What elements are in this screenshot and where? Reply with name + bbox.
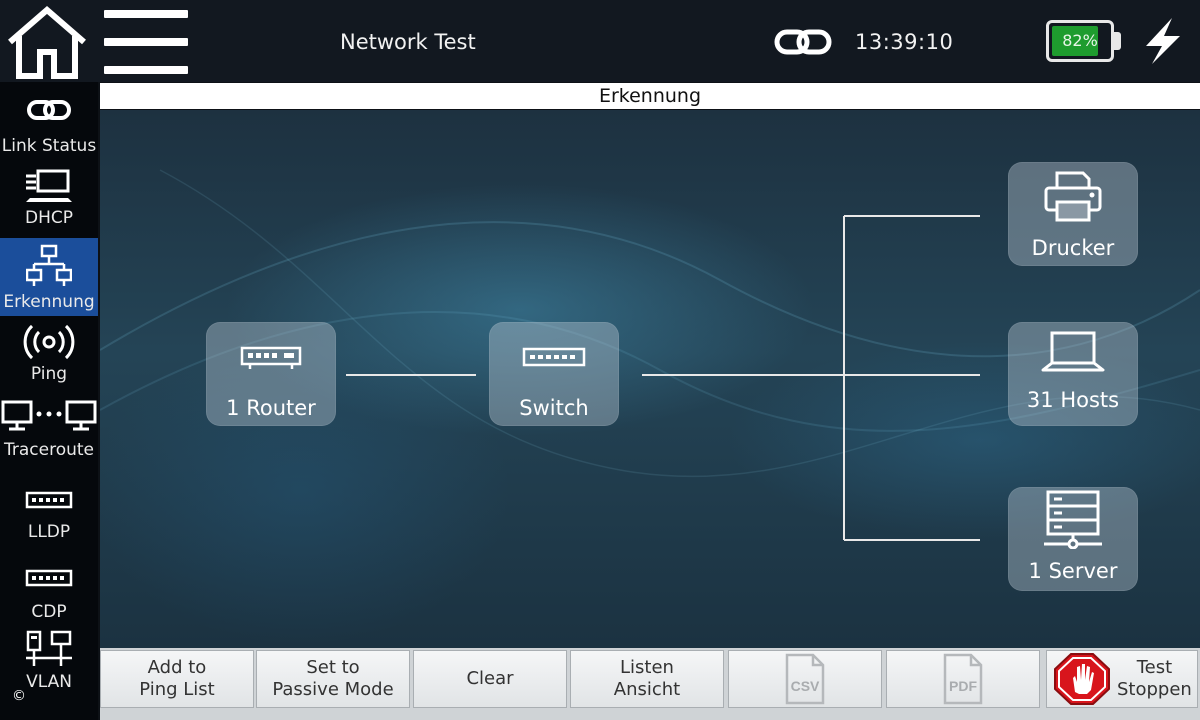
router-node[interactable]: 1 Router <box>206 322 336 426</box>
switch-ports-icon <box>25 491 73 509</box>
battery-tip <box>1114 32 1121 50</box>
button-label-line1: Test <box>1136 657 1173 678</box>
printer-node[interactable]: Drucker <box>1008 162 1138 266</box>
sidebar-item-cdp[interactable]: CDP <box>0 566 98 626</box>
sidebar-item-label: DHCP <box>25 208 73 228</box>
hamburger-menu-icon[interactable] <box>104 8 190 76</box>
sidebar-item-label: Ping <box>30 364 68 384</box>
broadcast-icon <box>23 324 75 360</box>
sidebar-item-lldp[interactable]: LLDP <box>0 486 98 552</box>
hosts-label: 31 Hosts <box>1026 388 1120 412</box>
stop-hand-icon <box>1054 653 1110 705</box>
topology-connections <box>100 169 1200 541</box>
switch-label: Switch <box>519 396 589 420</box>
section-title: Erkennung <box>100 83 1200 109</box>
sidebar-item-erkennung[interactable]: Erkennung <box>0 238 98 316</box>
sidebar-item-label: Traceroute <box>3 440 94 460</box>
csv-label: CSV <box>791 678 820 694</box>
switch-ports-icon <box>25 569 73 587</box>
printer-icon <box>1044 171 1102 222</box>
switch-icon <box>522 347 586 367</box>
clear-button[interactable]: Clear <box>413 650 567 708</box>
sidebar-item-label: CDP <box>31 602 67 622</box>
hosts-node[interactable]: 31 Hosts <box>1008 322 1138 426</box>
sidebar-item-label: LLDP <box>27 522 71 542</box>
printer-label: Drucker <box>1031 236 1115 260</box>
sidebar-item-label: Erkennung <box>3 292 95 312</box>
server-node[interactable]: 1 Server <box>1008 487 1138 591</box>
sidebar-item-vlan[interactable]: VLAN <box>0 630 98 718</box>
app-title: Network Test <box>340 30 476 54</box>
csv-file-icon: CSV <box>785 653 825 705</box>
button-label-line2: Ping List <box>139 679 215 700</box>
dhcp-laptop-icon <box>26 169 72 202</box>
vlan-computers-icon <box>26 630 72 666</box>
copyright-mark: © <box>12 688 26 704</box>
button-label-line1: Listen <box>620 657 674 678</box>
home-icon[interactable] <box>4 4 90 80</box>
switch-node[interactable]: Switch <box>489 322 619 426</box>
pdf-label: PDF <box>949 678 977 694</box>
network-topology-icon <box>26 244 72 286</box>
sidebar-item-ping[interactable]: Ping <box>0 320 98 394</box>
top-bar: Network Test 13:39:10 82% <box>0 0 1200 82</box>
button-label-line1: Set to <box>306 657 360 678</box>
link-chain-icon <box>774 29 832 55</box>
csv-export-button[interactable]: CSV <box>728 650 882 708</box>
button-label: Clear <box>466 668 514 689</box>
button-label-line1: Add to <box>147 657 207 678</box>
button-label-line2: Ansicht <box>613 679 681 700</box>
sidebar-item-label: VLAN <box>26 672 72 692</box>
sidebar-item-link-status[interactable]: Link Status <box>0 90 98 162</box>
sidebar-item-traceroute[interactable]: Traceroute <box>0 396 98 472</box>
button-label-line2: Stoppen <box>1117 679 1192 700</box>
battery-indicator: 82% <box>1046 20 1114 62</box>
button-label-line2: Passive Mode <box>272 679 394 700</box>
server-label: 1 Server <box>1028 559 1118 583</box>
pdf-export-button[interactable]: PDF <box>886 650 1040 708</box>
router-label: 1 Router <box>226 396 316 420</box>
sidebar: Link Status DHCP Erkennung <box>0 82 98 720</box>
laptop-icon <box>1041 331 1105 372</box>
sidebar-item-dhcp[interactable]: DHCP <box>0 166 98 238</box>
server-icon <box>1044 490 1102 549</box>
pdf-file-icon: PDF <box>943 653 983 705</box>
router-icon <box>240 346 302 369</box>
battery-percent: 82% <box>1062 31 1098 50</box>
topology-view: 1 Router Switch Drucker 31 Hosts <box>100 110 1200 648</box>
link-chain-icon <box>27 100 71 120</box>
clock-time: 13:39:10 <box>855 30 954 54</box>
two-monitors-icon <box>1 400 97 431</box>
sidebar-item-label: Link Status <box>1 136 97 156</box>
lightning-bolt-icon <box>1146 18 1180 64</box>
battery-fill <box>1052 26 1098 56</box>
